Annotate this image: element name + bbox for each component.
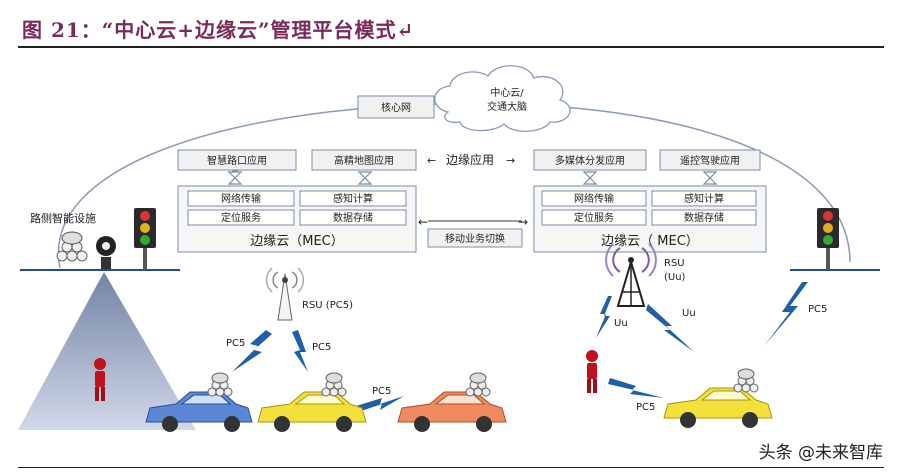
lightning-left-rsu-to-yellow-car (292, 330, 308, 372)
rsu-right-label-2: (Uu) (664, 272, 686, 283)
roadside-facility-label: 路侧智能设施 (30, 211, 96, 225)
left-mec-service-box (299, 209, 407, 226)
architecture-diagram: 中心云/ 交通大脑 核心网 智慧路口应用 高精地图应用 边缘应用 ← → 多媒体… (18, 65, 880, 432)
left-mec-service-box (187, 209, 295, 226)
right-mec-service-box (651, 209, 757, 226)
central-cloud-line1: 中心云/ (490, 86, 524, 99)
app-label-smart-intersection: 智慧路口应用 (207, 154, 267, 167)
app-box-smart-intersection (177, 149, 297, 171)
roadside-sensor-icon (56, 231, 88, 262)
pedestrian-left-icon (94, 358, 106, 401)
lightning-rsu-uu-left (596, 296, 612, 338)
edge-application-label: 边缘应用 (446, 152, 494, 167)
left-mec-group: 网络传输 感知计算 定位服务 数据存储 边缘云（MEC） (177, 185, 417, 253)
lightning-person-to-car (608, 378, 664, 398)
left-mec-network: 网络传输 (221, 192, 261, 205)
right-mec-service-box (651, 190, 757, 207)
sensor-right-car-icon (733, 368, 759, 393)
rsu-right-icon (605, 243, 657, 307)
right-mec-service-box (541, 209, 647, 226)
traffic-light-left-icon (134, 208, 156, 270)
uu-label-2: Uu (682, 308, 696, 319)
core-network-box (357, 95, 435, 119)
app-box-hd-map (311, 149, 417, 171)
core-network-label: 核心网 (381, 101, 411, 114)
vehicle-sensor-icons (207, 368, 759, 397)
central-cloud-line2: 交通大脑 (487, 100, 527, 113)
pc5-label-2: PC5 (312, 342, 331, 353)
rsu-left-icon (265, 267, 305, 321)
right-mec-label: 边缘云（ MEC） (601, 234, 699, 249)
right-mec-storage: 数据存储 (684, 211, 724, 224)
lightning-traffic-light-to-car (764, 282, 808, 346)
app-box-media-distribution (533, 149, 647, 171)
left-arrow-icon: ← (418, 215, 428, 229)
app-label-remote-driving: 遥控驾驶应用 (680, 154, 740, 167)
left-mec-positioning: 定位服务 (221, 211, 261, 224)
pc5-label-1: PC5 (226, 338, 245, 349)
pc5-label-5: PC5 (808, 304, 827, 315)
yellow-car-right-icon (663, 387, 773, 428)
camera-coverage-beam (18, 272, 196, 430)
lightning-rsu-uu-right (646, 304, 694, 352)
left-mec-label: 边缘云（MEC） (250, 234, 344, 249)
arrow-left-icon: ← (427, 154, 436, 167)
right-mec-group: 网络传输 感知计算 定位服务 数据存储 边缘云（ MEC） (533, 185, 767, 253)
traffic-light-right-icon (817, 208, 839, 270)
mobile-switch-label: 移动业务切换 (445, 232, 505, 245)
sensor-yellow-car-icon (321, 372, 347, 397)
left-mec-storage: 数据存储 (333, 211, 373, 224)
watermark: 头条 @未来智库 (758, 443, 883, 463)
rsu-left-label: RSU (PC5) (302, 300, 353, 311)
app-label-media-distribution: 多媒体分发应用 (555, 154, 625, 167)
roadside-camera-icon (96, 236, 116, 269)
right-mec-positioning: 定位服务 (574, 211, 614, 224)
mobile-switch-box (427, 228, 523, 248)
left-mec-perception: 感知计算 (333, 192, 373, 205)
pedestrian-right-icon (586, 350, 598, 393)
right-mec-perception: 感知计算 (684, 192, 724, 205)
lightning-yellow-to-orange (356, 396, 404, 412)
left-mec-service-box (187, 190, 295, 207)
right-arrow-icon: → (518, 215, 528, 229)
app-label-hd-map: 高精地图应用 (334, 154, 394, 167)
left-mec-service-box (299, 190, 407, 207)
right-mec-network: 网络传输 (574, 192, 614, 205)
arrow-right-icon: → (506, 154, 515, 167)
central-cloud: 中心云/ 交通大脑 (434, 65, 571, 132)
app-box-remote-driving (659, 149, 761, 171)
sensor-blue-car-icon (207, 372, 233, 397)
figure-title: 图 21：“中心云+边缘云”管理平台模式↵ (22, 18, 415, 42)
wireless-links (232, 282, 808, 412)
right-mec-service-box (541, 190, 647, 207)
lightning-left-rsu-to-blue-car (232, 330, 272, 372)
bottom-divider (18, 467, 884, 468)
app-to-mec-arrows (227, 170, 718, 185)
yellow-car-left-icon (257, 391, 367, 432)
pc5-label-3: PC5 (372, 386, 391, 397)
sensor-orange-car-icon (465, 372, 491, 397)
top-divider (18, 46, 884, 48)
pc5-label-4: PC5 (636, 402, 655, 413)
orange-car-icon (397, 391, 507, 432)
rsu-right-label-1: RSU (664, 258, 685, 269)
uu-label-1: Uu (614, 318, 628, 329)
